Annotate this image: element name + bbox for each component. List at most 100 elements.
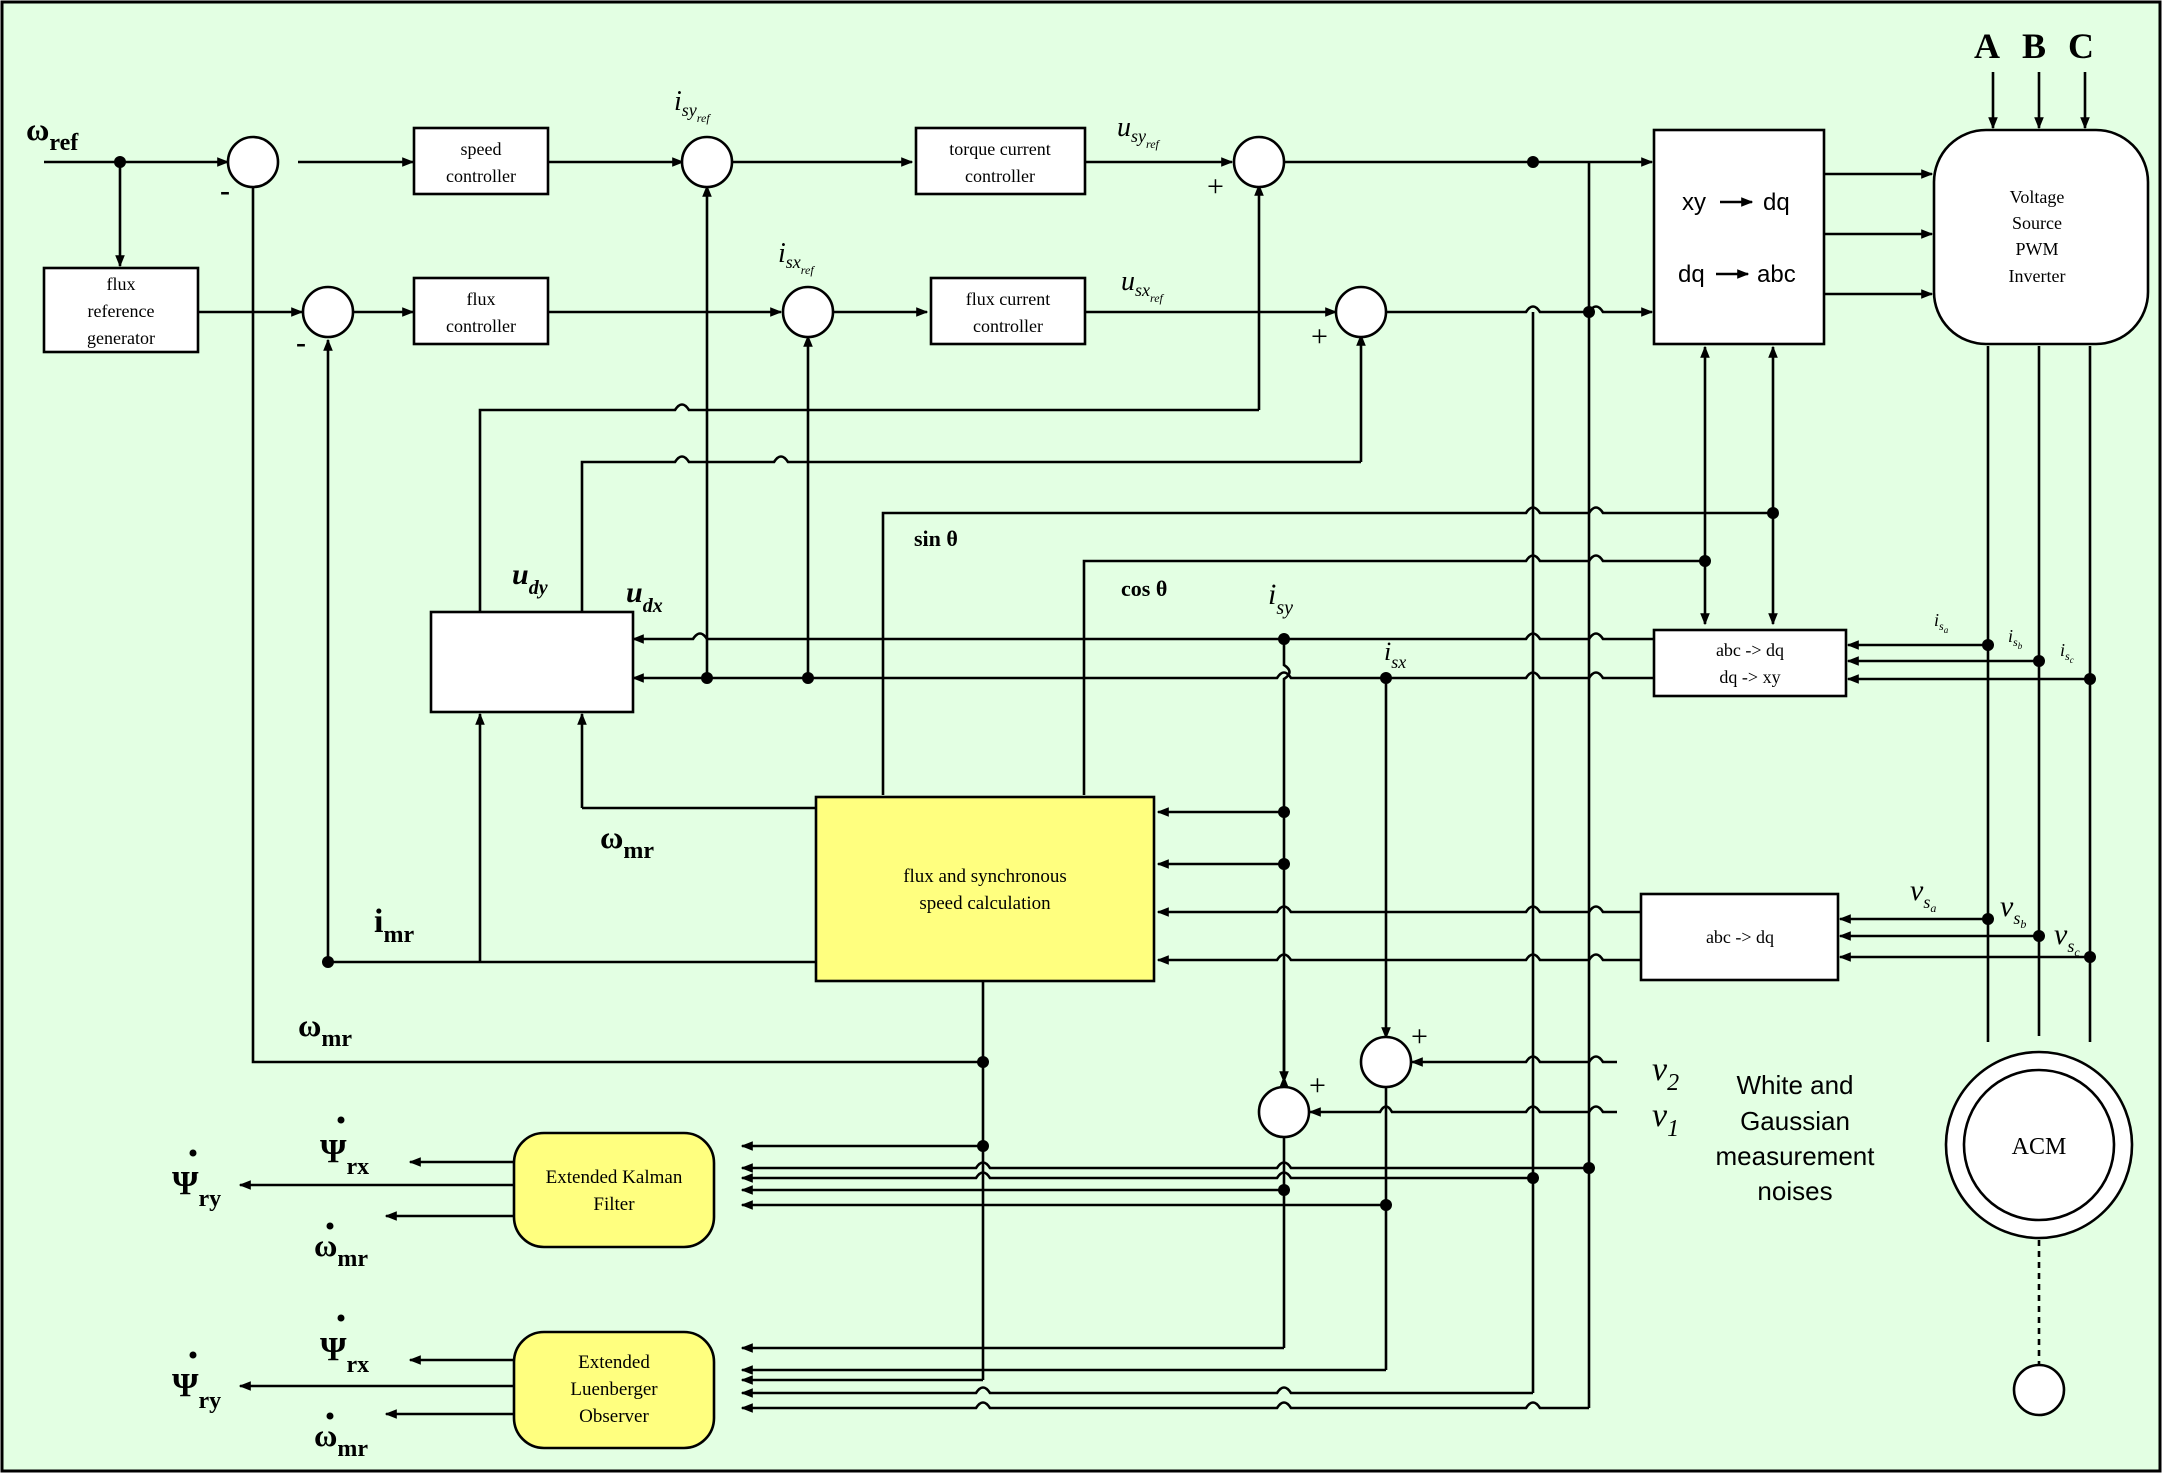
- signal-labels: A B C ωref - - + + + + isyref isxref usy…: [26, 26, 2094, 1142]
- transform-to-abc: abc: [1757, 261, 1796, 288]
- minus-sign: -: [296, 326, 306, 359]
- v-sa-label: vsa: [1910, 874, 1936, 915]
- decoupling-block: [429, 610, 635, 714]
- plus-sign: +: [1311, 320, 1328, 353]
- junction-dot: [701, 672, 713, 684]
- extended-kalman-filter-block: Extended Kalman Filter: [512, 1131, 716, 1249]
- omega-mr-label: ωmr: [600, 819, 654, 864]
- cos-theta-label: cos θ: [1121, 576, 1167, 601]
- estimator-outputs: Ψrx Ψry ωmr Ψrx Ψry ωmr: [172, 1116, 369, 1462]
- junction-dot: [977, 1056, 989, 1068]
- block-label-line: PWM: [2015, 239, 2058, 259]
- block-label-line: controller: [446, 166, 516, 186]
- junction-dots: [114, 156, 2096, 1211]
- phase-c-label: C: [2068, 26, 2094, 66]
- time-derivative-dot: [337, 1314, 345, 1322]
- i-sx-label: isx: [1384, 637, 1406, 672]
- block-label-line: Filter: [593, 1194, 635, 1215]
- v2-label: v2: [1652, 1051, 1679, 1096]
- block-label-line: flux and synchronous: [903, 866, 1067, 887]
- u-sx-ref-label: usxref: [1121, 266, 1165, 305]
- v-sb-label: vsb: [2000, 890, 2026, 931]
- motor-acm: ACM: [1944, 1050, 2134, 1417]
- coordinate-transform-block: xy dq dq abc: [1652, 128, 1826, 346]
- time-derivative-dot: [326, 1222, 334, 1230]
- block-label-line: abc -> dq: [1706, 927, 1774, 947]
- noise-note-line: Gaussian: [1740, 1106, 1850, 1136]
- i-sc-label: isc: [2060, 640, 2074, 665]
- junction-dot: [1583, 1162, 1595, 1174]
- sin-theta-label: sin θ: [914, 526, 958, 551]
- plus-sign: +: [1309, 1069, 1326, 1102]
- block-label-line: dq -> xy: [1719, 667, 1780, 687]
- junction-dot: [2033, 655, 2045, 667]
- sum-isx-ref: [781, 285, 835, 339]
- block-label-line: flux current: [966, 289, 1050, 309]
- time-derivative-dot: [326, 1412, 334, 1420]
- block-label-line: Source: [2012, 213, 2062, 233]
- block-label-line: Extended: [578, 1352, 650, 1373]
- block-label-line: speed: [461, 139, 502, 159]
- block-label-line: torque current: [949, 139, 1050, 159]
- plus-sign: +: [1207, 170, 1224, 203]
- junction-dot: [114, 156, 126, 168]
- torque-current-controller-block: torque current controller: [914, 126, 1087, 196]
- junction-dot: [1278, 1184, 1290, 1196]
- i-sx-ref-label: isxref: [778, 238, 815, 277]
- ekf-psi-ry-output: Ψry: [172, 1165, 221, 1212]
- junction-dot: [1278, 633, 1290, 645]
- omega-ref-label: ωref: [26, 111, 79, 156]
- signal-wires: [44, 72, 2092, 1419]
- speed-controller-block: speed controller: [412, 126, 550, 196]
- elo-psi-ry-output: Ψry: [172, 1367, 221, 1414]
- junction-dot: [322, 956, 334, 968]
- phase-b-label: B: [2022, 26, 2046, 66]
- block-label-line: Luenberger: [570, 1379, 658, 1400]
- junction-dot: [1767, 507, 1779, 519]
- i-mr-label: imr: [374, 903, 414, 948]
- inverter-block: Voltage Source PWM Inverter: [1932, 128, 2150, 346]
- junction-dot: [1380, 1199, 1392, 1211]
- junction-dot: [802, 672, 814, 684]
- transform-from-dq: dq: [1678, 261, 1705, 288]
- plus-sign: +: [1411, 1020, 1428, 1053]
- junction-dot: [1278, 858, 1290, 870]
- i-sy-label: isy: [1268, 578, 1293, 619]
- i-sy-ref-label: isyref: [674, 86, 711, 125]
- block-label-line: abc -> dq: [1716, 640, 1784, 660]
- sum-noise-v2: [1359, 1035, 1413, 1089]
- flux-speed-calculation-block: flux and synchronous speed calculation: [814, 795, 1156, 983]
- u-dy-label: udy: [512, 558, 548, 599]
- time-derivative-dot: [189, 1351, 197, 1359]
- block-label-line: Observer: [579, 1406, 649, 1427]
- ekf-omega-mr-output: ωmr: [314, 1227, 368, 1272]
- elo-omega-mr-output: ωmr: [314, 1417, 368, 1462]
- v1-label: v1: [1652, 1097, 1679, 1142]
- junction-dot: [1699, 555, 1711, 567]
- junction-dot: [1982, 913, 1994, 925]
- junction-dot: [1278, 806, 1290, 818]
- block-label-line: flux: [467, 289, 496, 309]
- flux-reference-generator-block: flux reference generator: [42, 266, 200, 354]
- junction-dot: [1380, 672, 1392, 684]
- elo-psi-rx-output: Ψrx: [320, 1331, 369, 1378]
- block-label-line: controller: [446, 316, 516, 336]
- block-label-line: Inverter: [2009, 266, 2066, 286]
- u-sy-ref-label: usyref: [1117, 112, 1161, 151]
- noise-note-line: noises: [1757, 1176, 1832, 1206]
- sum-noise-v1: [1257, 1085, 1311, 1139]
- sum-usy-ref: [1232, 135, 1286, 189]
- block-label-line: Voltage: [2010, 187, 2065, 207]
- junction-dot: [2033, 930, 2045, 942]
- voltage-transform-block: abc -> dq: [1639, 892, 1840, 982]
- transform-to-dq: dq: [1763, 189, 1790, 216]
- noise-note: White and Gaussian measurement noises: [1716, 1070, 1876, 1206]
- junction-dot: [977, 1140, 989, 1152]
- ekf-psi-rx-output: Ψrx: [320, 1133, 369, 1180]
- junction-dot: [1982, 639, 1994, 651]
- block-label-line: controller: [973, 316, 1043, 336]
- extended-luenberger-observer-block: Extended Luenberger Observer: [512, 1330, 716, 1450]
- sum-flux-error: [301, 285, 355, 339]
- v-sc-label: vsc: [2054, 918, 2080, 959]
